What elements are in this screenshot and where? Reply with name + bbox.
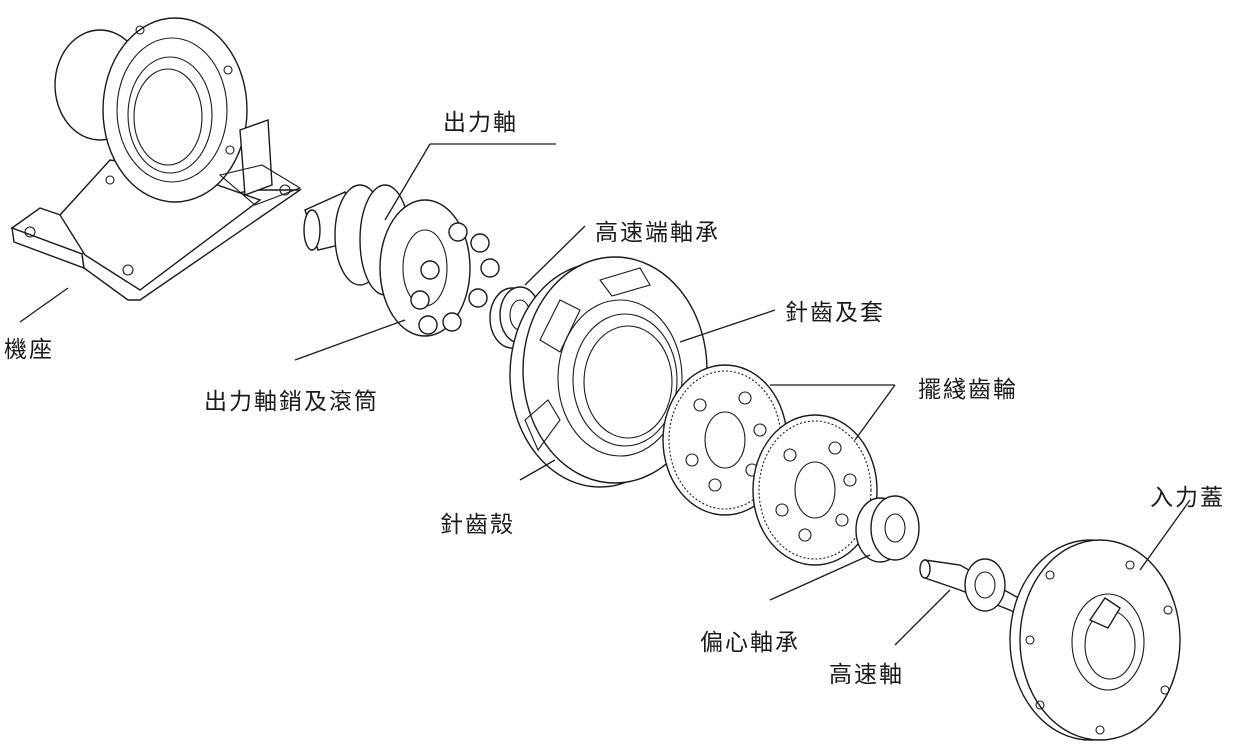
- pin-housing-part: [509, 256, 708, 488]
- high-speed-shaft-part: [919, 558, 1028, 617]
- leader-high-speed-shaft: [894, 589, 951, 646]
- leader-output-pin: [294, 319, 406, 361]
- leader-output-shaft-b: [384, 143, 431, 221]
- leader-input-cover: [1139, 499, 1191, 571]
- eccentric-bearing-part: [855, 495, 920, 563]
- leader-high-speed-bearing: [524, 225, 586, 286]
- leader-pin-sleeve: [679, 309, 776, 343]
- label-high-speed-shaft: 高速軸: [829, 662, 904, 688]
- label-base: 機座: [4, 337, 54, 363]
- output-shaft-part: [303, 184, 500, 337]
- label-eccentric-bearing: 偏心軸承: [700, 630, 800, 656]
- label-pin-housing: 針齒殼: [440, 512, 515, 538]
- base-part: [10, 17, 303, 301]
- label-output-shaft: 出力軸: [443, 110, 518, 136]
- leader-pin-housing: [519, 459, 556, 481]
- leader-eccentric: [769, 554, 871, 601]
- leader-cycloid-b: [854, 384, 896, 441]
- cycloid-disc-part-2: [752, 414, 878, 566]
- output-pin-group: [410, 222, 500, 335]
- label-high-speed-bearing: 高速端軸承: [595, 220, 720, 246]
- input-cover-part: [1009, 539, 1181, 741]
- label-input-cover: 入力蓋: [1150, 485, 1225, 511]
- label-output-pin-roller: 出力軸銷及滾筒: [204, 389, 379, 415]
- label-pin-sleeve: 針齒及套: [785, 300, 885, 326]
- leader-base: [19, 287, 69, 323]
- leader-lines: [19, 143, 1191, 646]
- label-cycloid-disc: 擺綫齒輪: [918, 377, 1018, 403]
